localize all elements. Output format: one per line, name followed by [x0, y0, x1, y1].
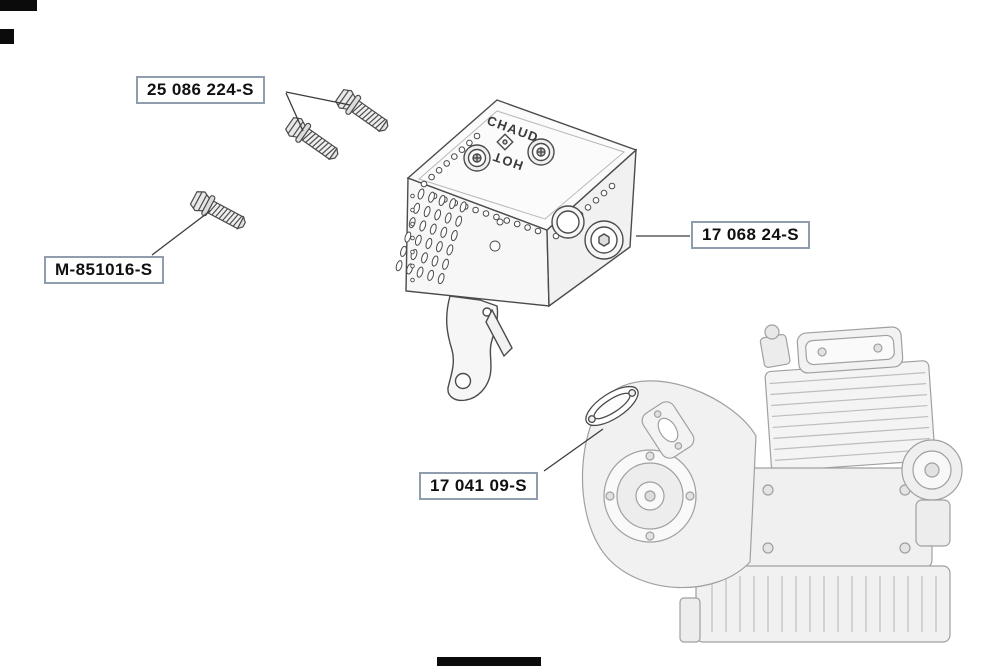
muffler-bracket [445, 295, 513, 402]
callout-mounting-screws[interactable]: 25 086 224-S [136, 76, 265, 104]
engine-blower-housing [581, 380, 757, 589]
engine-drawing [581, 324, 963, 643]
bolts [187, 85, 394, 236]
engine-valve-cover [796, 326, 904, 374]
scan-artifact-bottom [437, 657, 541, 666]
hot-surface-icon [496, 133, 514, 151]
scan-artifact-top [0, 0, 37, 11]
leader-lines [151, 91, 690, 472]
flange-bolt [187, 187, 250, 236]
muffler-edge-holes [410, 193, 504, 283]
muffler-inlet-bosses [463, 138, 555, 172]
leader-screws-upper [285, 91, 351, 106]
callout-muffler[interactable]: 17 068 24-S [691, 221, 811, 249]
muffler-vent-holes [395, 188, 467, 285]
leader-screws-lower [285, 92, 304, 132]
engine-side-cover [901, 439, 963, 547]
gasket-drawing [585, 385, 639, 427]
callout-gasket[interactable]: 17 041 09-S [419, 472, 539, 500]
muffler-drawing: CHAUD HOT [395, 99, 638, 402]
leader-flange-bolt [151, 210, 211, 256]
engine-cylinder-fins [764, 360, 936, 472]
engine-spark-plug [759, 324, 791, 368]
muffler-top-perforations [420, 132, 616, 240]
engine-base-fins [679, 565, 951, 643]
engine-exhaust-port [641, 401, 695, 459]
scan-artifact-left [0, 29, 14, 44]
muffler-outlet-openings [551, 205, 624, 260]
leader-gasket [543, 428, 604, 472]
callout-flange-bolt[interactable]: M-851016-S [44, 256, 164, 284]
muffler-top-face [406, 99, 638, 231]
mounting-screw-lower [282, 113, 344, 166]
mounting-screw-upper [332, 85, 394, 138]
